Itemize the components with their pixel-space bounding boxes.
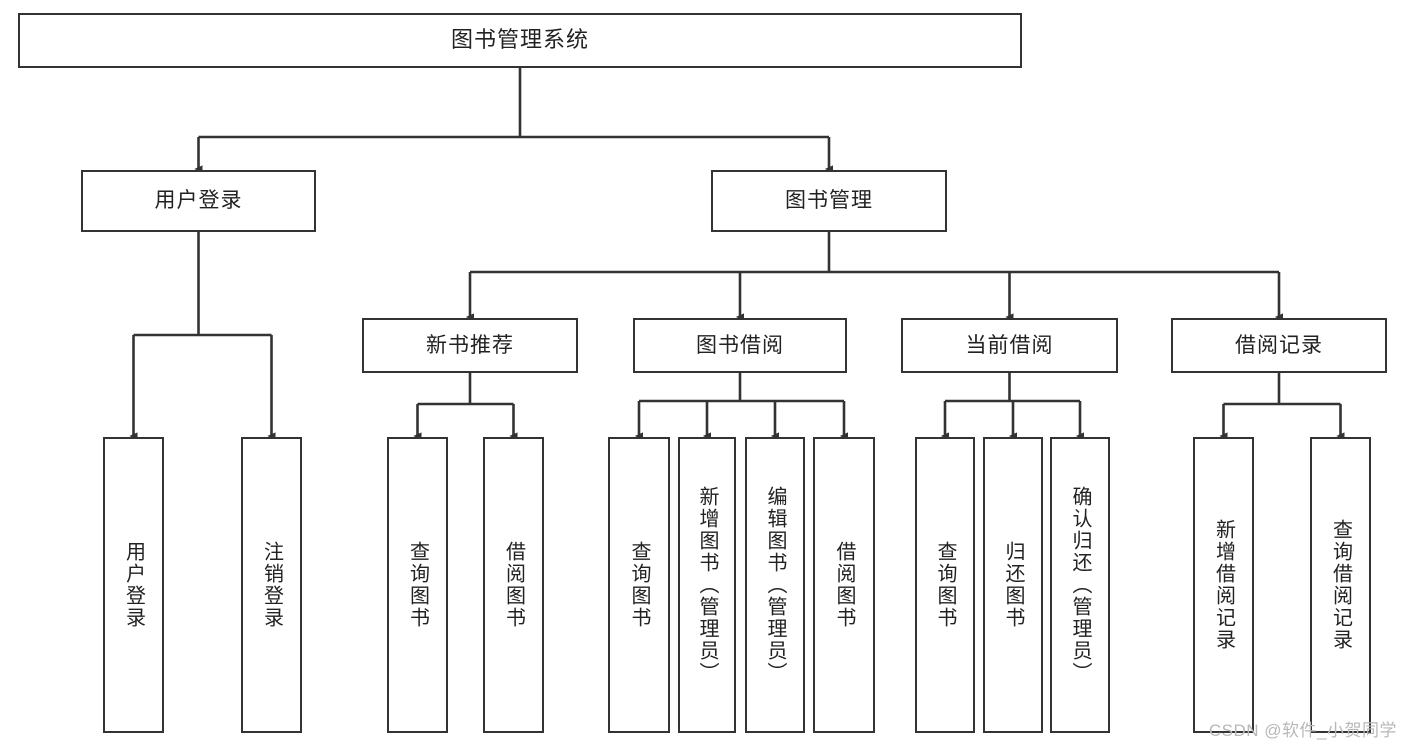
node-leaf-user-logout: 注销登录 xyxy=(241,437,302,733)
node-label: 注销登录 xyxy=(260,541,283,629)
node-label: 借阅记录 xyxy=(1235,333,1323,357)
edge-layer xyxy=(129,68,1345,440)
node-label: 当前借阅 xyxy=(965,333,1054,357)
node-book-borrow: 图书借阅 xyxy=(633,318,847,373)
node-label: 新增图书（管理员） xyxy=(696,486,718,684)
node-leaf-cur-query-book: 查询图书 xyxy=(915,437,975,733)
node-label: 查询借阅记录 xyxy=(1329,519,1352,651)
node-leaf-cur-confirm-return: 确认归还（管理员） xyxy=(1050,437,1110,733)
node-leaf-rec-borrow-book: 借阅图书 xyxy=(483,437,544,733)
node-new-book-rec: 新书推荐 xyxy=(362,318,578,373)
node-label: 新书推荐 xyxy=(426,333,514,357)
node-leaf-rec-add-record: 新增借阅记录 xyxy=(1193,437,1254,733)
node-book-manage: 图书管理 xyxy=(711,170,947,232)
node-leaf-rec-query-book: 查询图书 xyxy=(387,437,448,733)
node-leaf-borrow-borrow-book: 借阅图书 xyxy=(813,437,875,733)
node-label: 图书管理 xyxy=(785,189,873,213)
node-root: 图书管理系统 xyxy=(18,13,1022,68)
node-label: 查询图书 xyxy=(934,541,956,629)
node-user-login: 用户登录 xyxy=(81,170,316,232)
node-label: 图书管理系统 xyxy=(450,27,589,53)
node-leaf-borrow-add-book: 新增图书（管理员） xyxy=(678,437,736,733)
node-label: 用户登录 xyxy=(122,541,145,629)
node-leaf-borrow-query-book: 查询图书 xyxy=(608,437,670,733)
node-label: 借阅图书 xyxy=(833,541,855,629)
node-label: 查询图书 xyxy=(406,541,429,629)
node-label: 图书借阅 xyxy=(696,333,784,357)
node-label: 查询图书 xyxy=(628,541,650,629)
node-label: 归还图书 xyxy=(1002,541,1024,629)
node-label: 编辑图书（管理员） xyxy=(764,486,786,684)
node-borrow-record: 借阅记录 xyxy=(1171,318,1387,373)
node-label: 用户登录 xyxy=(154,189,243,213)
watermark-text: CSDN @软件_小贺同学 xyxy=(1208,721,1397,740)
node-current-borrow: 当前借阅 xyxy=(901,318,1118,373)
node-label: 借阅图书 xyxy=(502,541,525,629)
node-leaf-borrow-edit-book: 编辑图书（管理员） xyxy=(745,437,805,733)
node-leaf-user-login: 用户登录 xyxy=(103,437,164,733)
node-leaf-cur-return-book: 归还图书 xyxy=(983,437,1043,733)
node-leaf-rec-query-record: 查询借阅记录 xyxy=(1310,437,1371,733)
node-label: 确认归还（管理员） xyxy=(1069,486,1091,684)
node-label: 新增借阅记录 xyxy=(1212,519,1235,651)
